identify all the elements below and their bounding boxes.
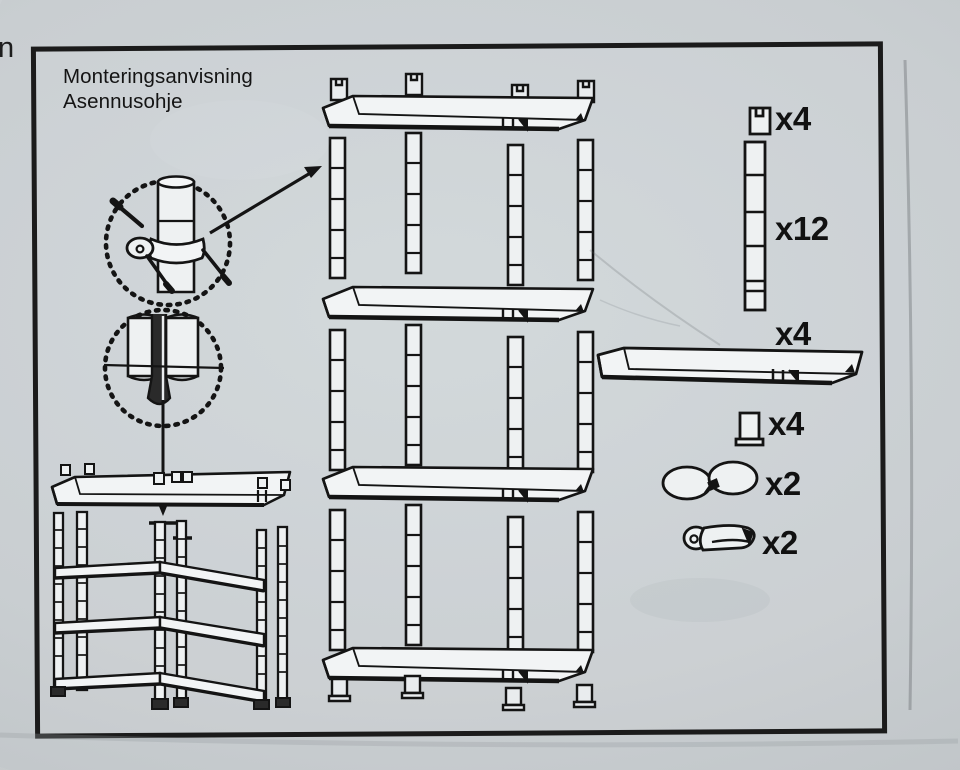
qty-label-shelf-board: x4 <box>775 315 811 352</box>
cutoff-text: n <box>0 32 15 64</box>
qty-label-post-tube: x12 <box>775 210 829 247</box>
title-line-finnish: Asennusohje <box>63 90 183 113</box>
qty-label-double-ring-clip: x2 <box>765 465 801 502</box>
qty-label-foot-cap: x4 <box>768 405 804 442</box>
instruction-frame <box>30 41 888 739</box>
qty-label-clamp-tool: x2 <box>762 524 798 561</box>
qty-label-cap-connector: x4 <box>775 100 811 137</box>
title-line-swedish: Monteringsanvisning <box>63 65 253 88</box>
page-title: Monteringsanvisning Asennusohje <box>63 64 253 114</box>
